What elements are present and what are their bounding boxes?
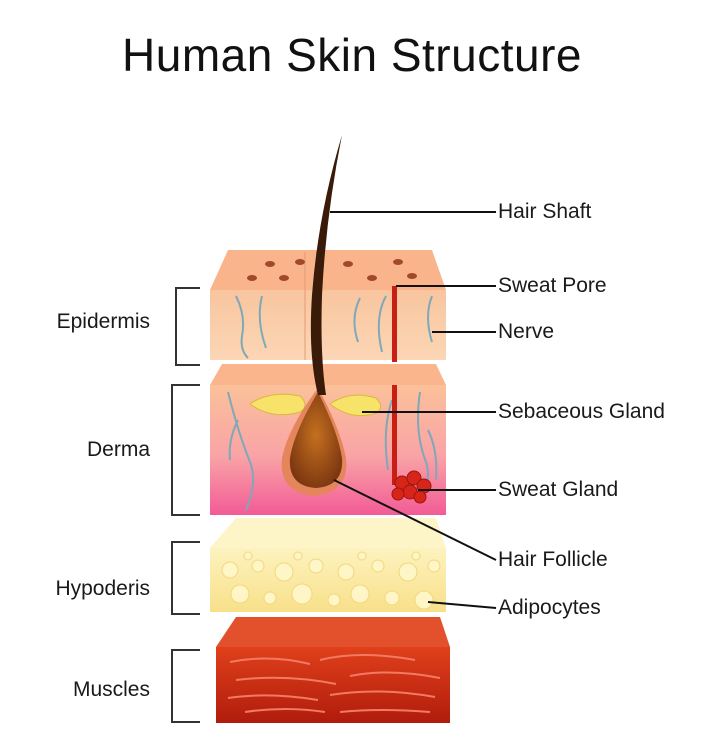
label-sebaceous-gland: Sebaceous Gland [498, 400, 665, 423]
sweat-duct [392, 385, 397, 485]
label-sweat-pore: Sweat Pore [498, 274, 607, 297]
adipocyte-cells [221, 551, 441, 610]
sweat-gland [391, 470, 432, 504]
hair-follicle [289, 392, 343, 488]
sebaceous-gland-left [249, 393, 306, 416]
muscle-layer [216, 617, 450, 723]
label-hair-shaft: Hair Shaft [498, 200, 592, 223]
hair-shaft [310, 135, 342, 395]
leader-lines [330, 211, 497, 609]
label-epidermis: Epidermis [56, 310, 150, 333]
label-hair-follicle: Hair Follicle [498, 548, 608, 571]
derma-nerves [227, 391, 438, 511]
label-derma: Derma [86, 438, 150, 461]
label-adipocytes: Adipocytes [498, 596, 601, 619]
layer-brackets [171, 287, 200, 723]
skin-pores [247, 259, 417, 281]
epidermis-layer [210, 250, 446, 362]
label-nerve: Nerve [498, 320, 555, 343]
sebaceous-gland-right [329, 394, 381, 417]
label-sweat-gland: Sweat Gland [498, 478, 619, 501]
epidermis-nerves [235, 295, 433, 359]
diagram-title: Human Skin Structure [122, 29, 582, 81]
label-hypodermis: Hypoderis [55, 577, 150, 600]
sweat-pore-duct [392, 286, 397, 362]
hypodermis-layer [210, 518, 446, 612]
derma-layer [210, 364, 446, 515]
label-muscles: Muscles [72, 678, 150, 701]
